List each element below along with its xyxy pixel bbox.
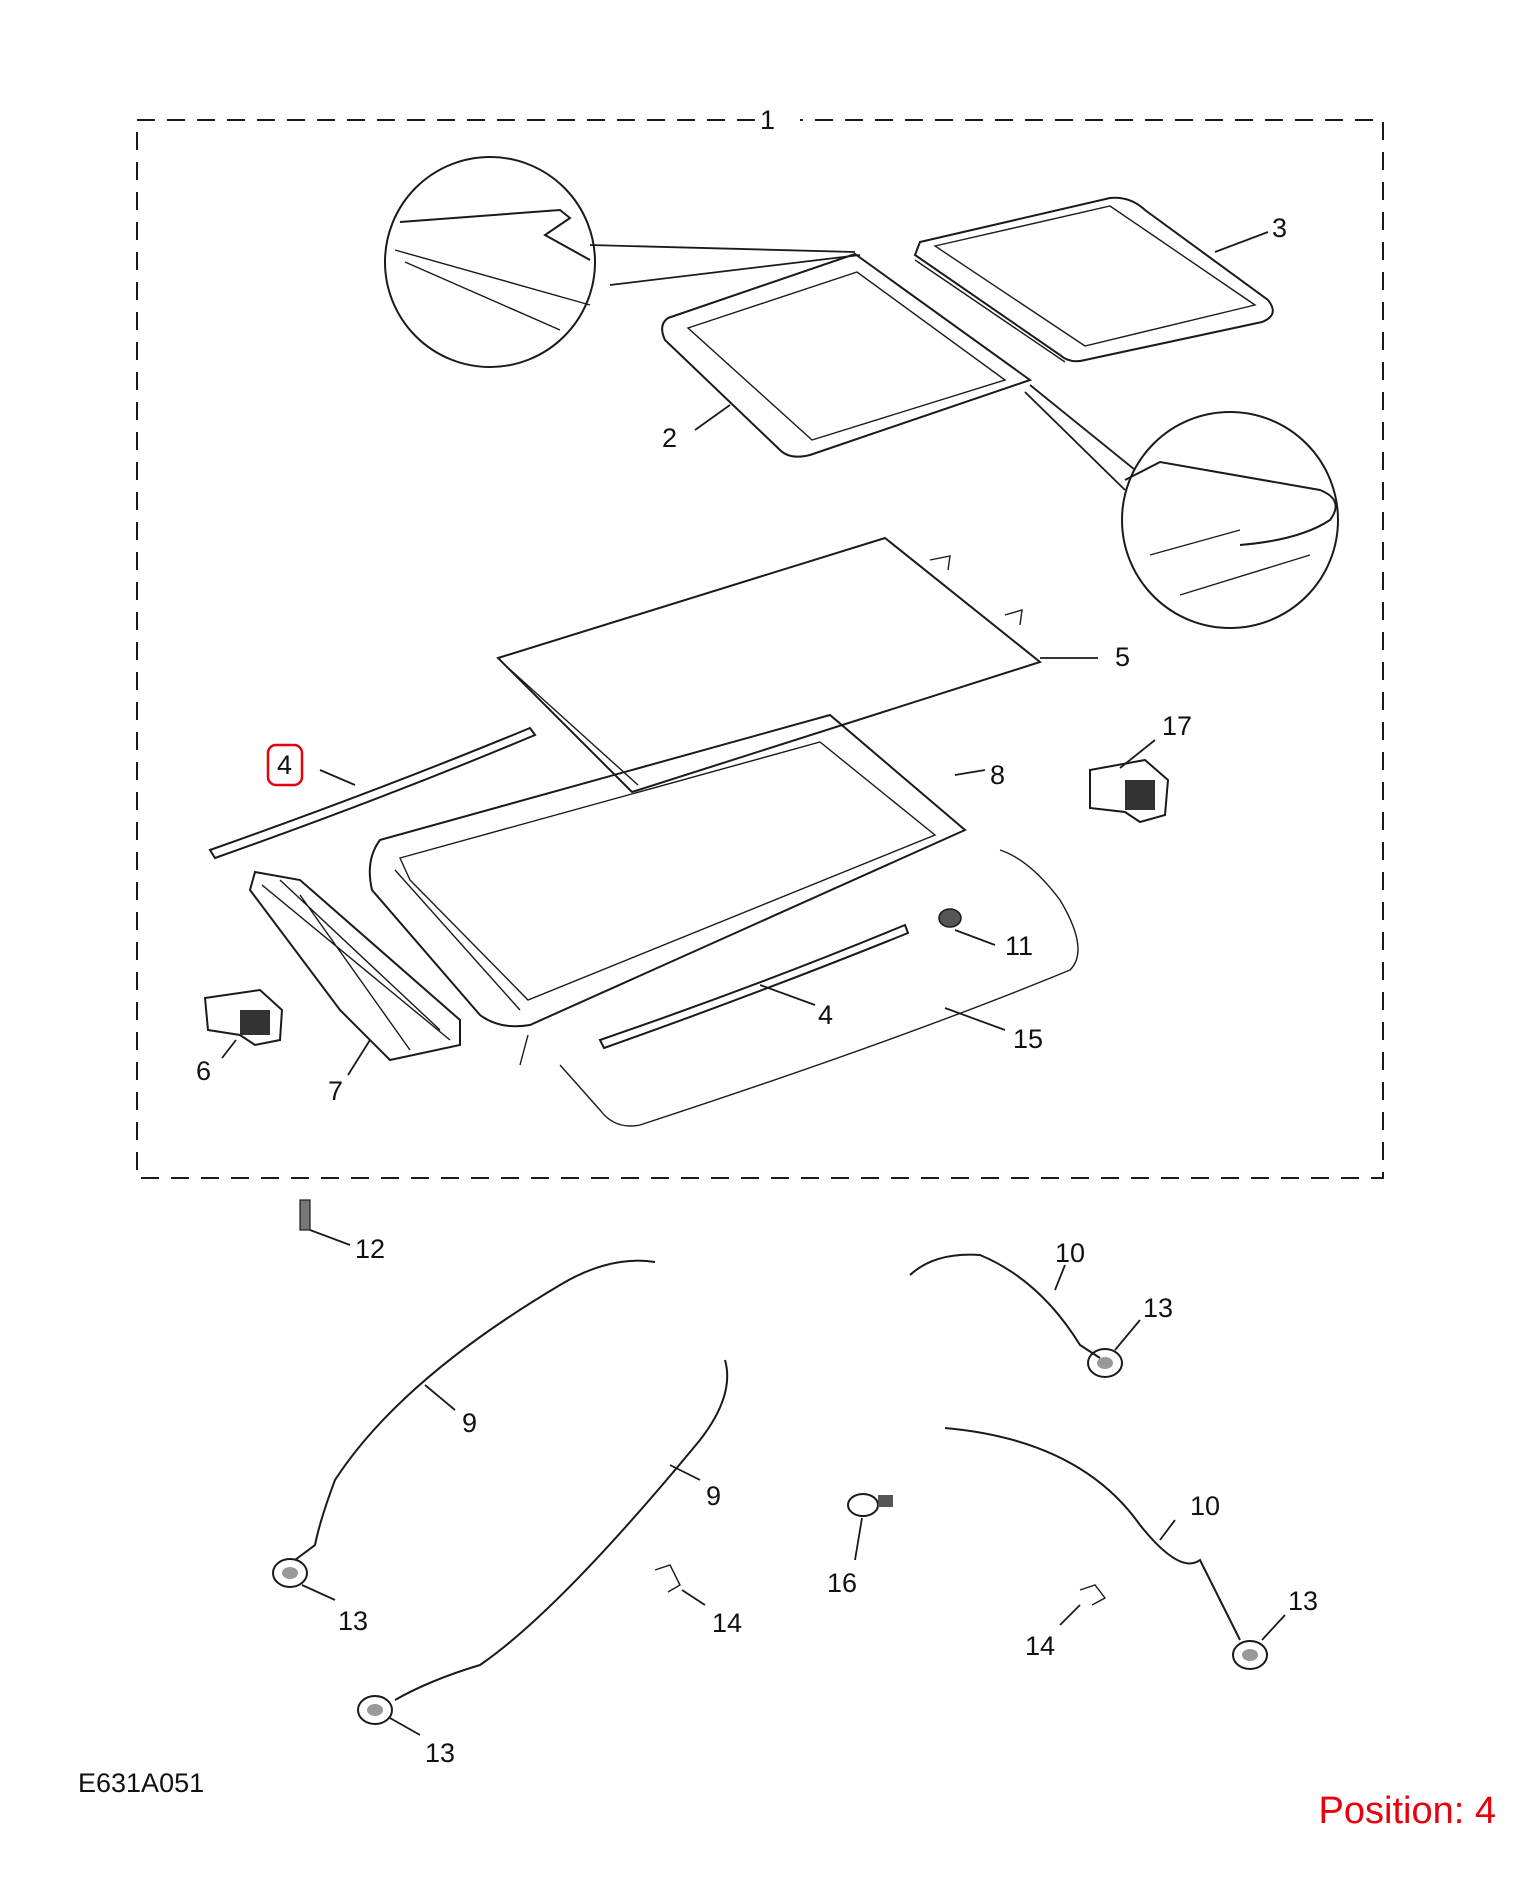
callout-4-upper: 4 (277, 750, 292, 780)
grommet-13-upper-right (1087, 1348, 1123, 1378)
clip-14-right (1079, 1584, 1107, 1606)
callout-17: 17 (1162, 711, 1192, 741)
callout-13-right-lower: 13 (1288, 1586, 1318, 1616)
detail-circle-upper (384, 156, 861, 368)
callout-11: 11 (1005, 931, 1033, 961)
callout-9-lower: 9 (706, 1481, 721, 1511)
front-glass-panel (661, 252, 1033, 458)
assembly-boundary (136, 119, 1384, 1179)
clamp-16 (847, 1493, 893, 1517)
leader-lines (221, 231, 1286, 1736)
grommet-13-right-lower (1232, 1640, 1268, 1670)
callout-1: 1 (760, 105, 775, 135)
drain-tube-rear-left (394, 1359, 729, 1701)
callout-2: 2 (662, 423, 677, 453)
callout-14-left: 14 (712, 1608, 742, 1638)
drain-tube-front-left (294, 1259, 656, 1561)
wind-deflector-mesh (248, 870, 461, 1062)
rear-glass-panel (913, 196, 1274, 363)
callout-6: 6 (196, 1056, 211, 1086)
drain-tube-front-right (909, 1253, 1101, 1359)
callout-13-left-lower: 13 (425, 1738, 455, 1768)
sunshade-blind (496, 536, 1043, 794)
callout-10-upper: 10 (1055, 1238, 1085, 1268)
callout-10-lower: 10 (1190, 1491, 1220, 1521)
motor-left (203, 988, 284, 1047)
callout-16: 16 (827, 1568, 857, 1598)
wiring-harness (519, 849, 1079, 1127)
position-indicator: Position: 4 (1318, 1790, 1496, 1832)
drain-tube-rear-right (944, 1427, 1241, 1641)
callouts: 1 2 3 4 5 6 7 4 8 9 9 10 10 11 12 13 13 … (196, 105, 1318, 1768)
callout-3: 3 (1272, 213, 1287, 243)
callout-15: 15 (1013, 1024, 1043, 1054)
callout-8: 8 (990, 760, 1005, 790)
bolt-12 (299, 1199, 311, 1231)
motor-right (1089, 758, 1170, 824)
diagram-reference-code: E631A051 (78, 1768, 205, 1798)
callout-7: 7 (328, 1076, 343, 1106)
callout-12: 12 (355, 1234, 385, 1264)
highlight-box (266, 743, 304, 787)
callout-14-right: 14 (1025, 1631, 1055, 1661)
callout-9-upper: 9 (462, 1408, 477, 1438)
callout-13-upper-right: 13 (1143, 1293, 1173, 1323)
clip-11 (938, 908, 962, 928)
seal-strip-lower (598, 923, 910, 1050)
grommet-13-left-lower (357, 1695, 393, 1725)
grommet-13-left-upper (272, 1558, 308, 1588)
detail-circle-lower (1024, 384, 1339, 629)
clip-14-left (654, 1564, 681, 1593)
callout-13-left-upper: 13 (338, 1606, 368, 1636)
callout-4-lower: 4 (818, 1000, 833, 1030)
callout-5: 5 (1115, 642, 1130, 672)
seal-strip-upper (208, 726, 537, 860)
sunroof-frame (368, 713, 967, 1028)
